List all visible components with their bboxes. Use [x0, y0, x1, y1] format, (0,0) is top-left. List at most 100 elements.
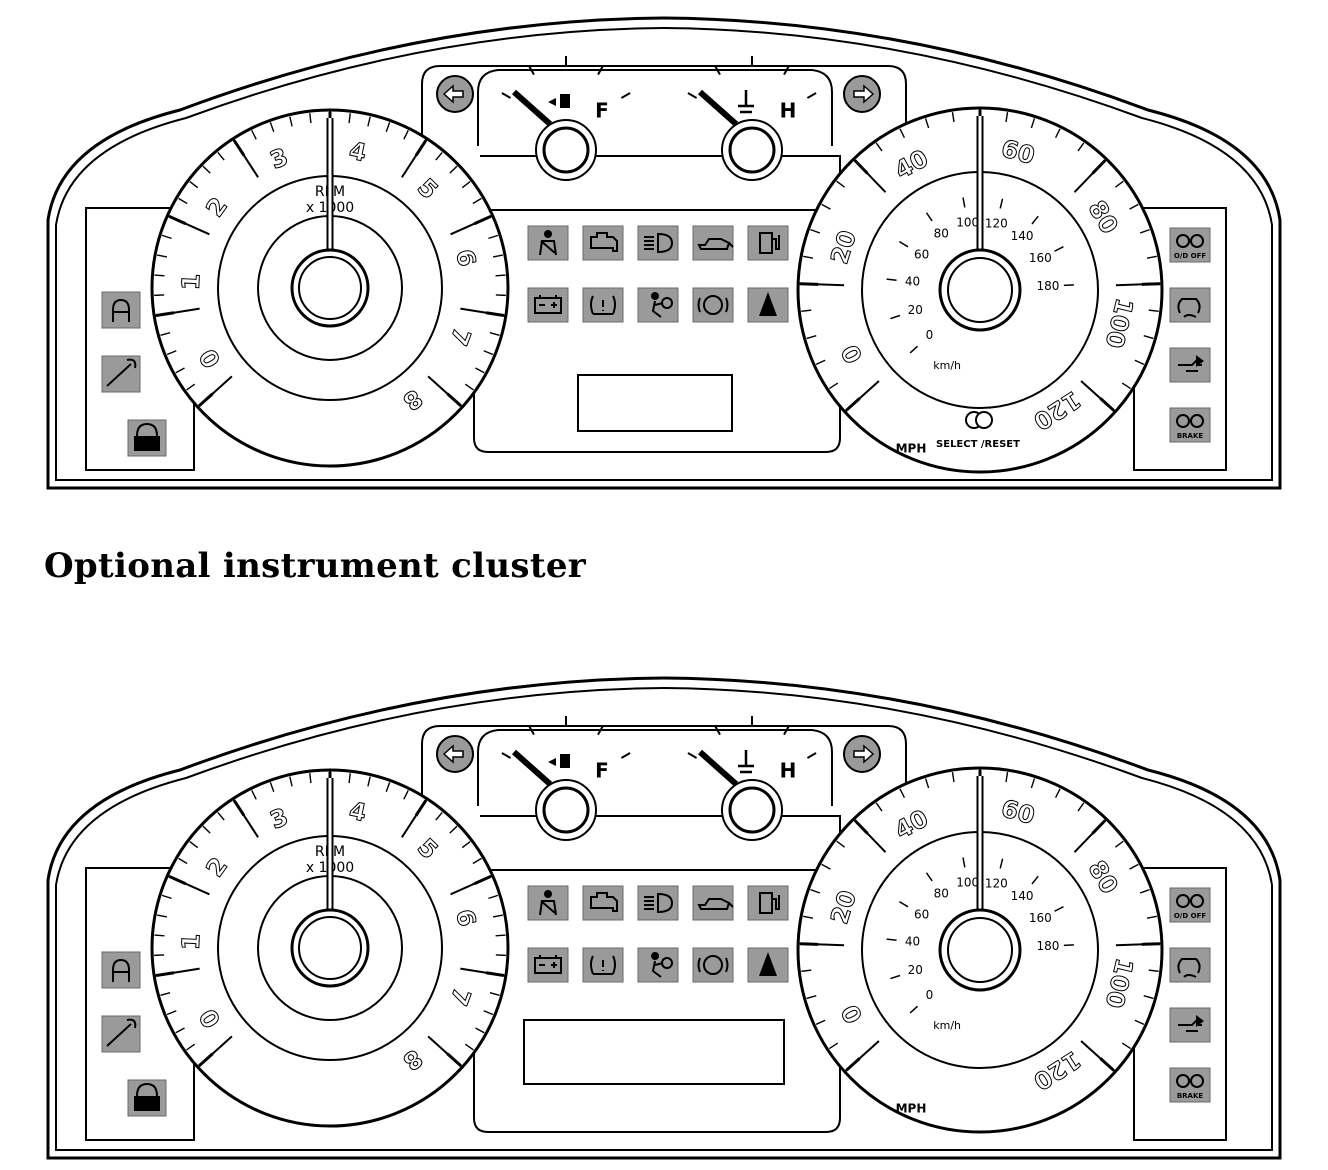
- minor-tick: [186, 1043, 196, 1051]
- gauge-label: F: [595, 759, 609, 783]
- low-fuel-icon: [747, 885, 789, 921]
- instrument-cluster-standard: FHO/D OFFBRAKE012345678RPMx 100002040608…: [0, 0, 1328, 500]
- gauge-needle: [512, 89, 552, 127]
- minor-tick: [821, 863, 831, 870]
- minor-tick: [269, 782, 275, 793]
- tach-hub-inner: [298, 256, 362, 320]
- minor-tick: [367, 776, 371, 787]
- minor-tick: [475, 1027, 485, 1034]
- seatbelt-icon: [527, 885, 569, 921]
- minor-tick: [803, 915, 814, 919]
- minor-tick: [1077, 802, 1085, 812]
- high-beam-icon: [637, 225, 679, 261]
- minor-tick: [403, 790, 409, 800]
- message-center-display: [523, 1019, 785, 1085]
- kmh-label: 160: [1029, 251, 1052, 265]
- gauge-tick: [501, 752, 512, 759]
- tick-label: 1: [177, 273, 206, 291]
- icon-tile: [101, 291, 141, 329]
- minor-tick: [160, 331, 171, 337]
- message-center-display: [577, 374, 733, 432]
- kmh-label: 180: [1036, 279, 1059, 293]
- kmh-label: 0: [926, 328, 934, 342]
- gauge-tick: [597, 725, 604, 736]
- kmh-label: 60: [914, 908, 929, 922]
- temperature-gauge: H: [687, 716, 817, 841]
- minor-tick: [156, 914, 168, 918]
- minor-tick: [348, 773, 351, 784]
- section-line: [427, 1035, 463, 1068]
- traction-control-icon: [1169, 947, 1211, 983]
- kmh-tick: [909, 1005, 919, 1014]
- temperature-gauge: H: [687, 56, 817, 181]
- minor-tick: [1005, 112, 1009, 123]
- minor-tick: [836, 840, 846, 848]
- brake-warning-icon: BRAKE: [1169, 407, 1211, 443]
- minor-tick: [1143, 995, 1154, 1000]
- check-engine-icon: [582, 225, 624, 261]
- mph-unit: MPH: [896, 441, 927, 455]
- minor-tick: [924, 778, 930, 789]
- fuel-gauge: F: [501, 56, 631, 181]
- kmh-unit: km/h: [933, 359, 961, 372]
- minor-tick: [489, 331, 500, 337]
- battery-icon: [527, 947, 569, 983]
- section-line: [232, 798, 259, 838]
- airbag-icon: [637, 947, 679, 983]
- minor-tick: [367, 116, 371, 127]
- cruise-control-icon: [101, 951, 141, 989]
- kmh-tick: [899, 241, 909, 248]
- minor-tick: [492, 914, 504, 918]
- minor-tick: [202, 825, 211, 834]
- section-line: [1115, 282, 1162, 287]
- gauge-hub: [728, 126, 776, 174]
- select-reset-button[interactable]: [965, 411, 993, 429]
- left-arrow-icon: [436, 735, 474, 773]
- minor-tick: [828, 382, 839, 390]
- icon-tile: [692, 287, 734, 323]
- service-wrench-icon: [101, 1015, 141, 1053]
- tick-label: 6: [450, 907, 481, 929]
- left-arrow-icon: [436, 75, 474, 113]
- coolant-temp-icon: [738, 90, 754, 114]
- minor-tick: [1030, 118, 1036, 129]
- section-line: [401, 798, 428, 838]
- minor-tick: [801, 969, 812, 973]
- icon-label: BRAKE: [1177, 1092, 1204, 1100]
- kmh-tick: [899, 901, 909, 908]
- tachometer: 012345678RPMx 1000: [150, 108, 510, 468]
- minor-tick: [464, 383, 474, 391]
- kmh-tick: [886, 278, 897, 282]
- minor-tick: [488, 894, 499, 900]
- fuel-gauge: F: [501, 716, 631, 841]
- kmh-tick: [999, 858, 1004, 869]
- minor-tick: [875, 142, 883, 152]
- gauge-needle: [698, 749, 738, 787]
- minor-tick: [1129, 863, 1139, 870]
- minor-tick: [1134, 1019, 1145, 1025]
- brake-warning-icon: BRAKE: [1169, 1067, 1211, 1103]
- minor-tick: [186, 383, 196, 391]
- section-line: [1080, 380, 1116, 413]
- gauge-label: H: [780, 99, 797, 123]
- gauge-hub: [728, 786, 776, 834]
- kmh-tick: [1054, 245, 1064, 252]
- mph-unit: MPH: [896, 1101, 927, 1115]
- minor-tick: [803, 255, 814, 259]
- minor-tick: [1077, 142, 1085, 152]
- gauge-hub: [542, 126, 590, 174]
- minor-tick: [951, 772, 955, 783]
- minor-tick: [1129, 203, 1139, 210]
- minor-tick: [175, 1027, 185, 1034]
- icon-tile: [692, 947, 734, 983]
- tire-pressure-icon: [582, 947, 624, 983]
- fuel-pump-icon: [548, 94, 570, 108]
- kmh-label: 40: [905, 275, 920, 289]
- kmh-tick: [999, 198, 1004, 209]
- minor-tick: [348, 113, 351, 124]
- minor-tick: [1005, 772, 1009, 783]
- select-reset-label: SELECT /RESET: [936, 439, 1020, 450]
- minor-tick: [1146, 915, 1157, 919]
- minor-tick: [472, 197, 482, 205]
- tach-hub-inner: [298, 916, 362, 980]
